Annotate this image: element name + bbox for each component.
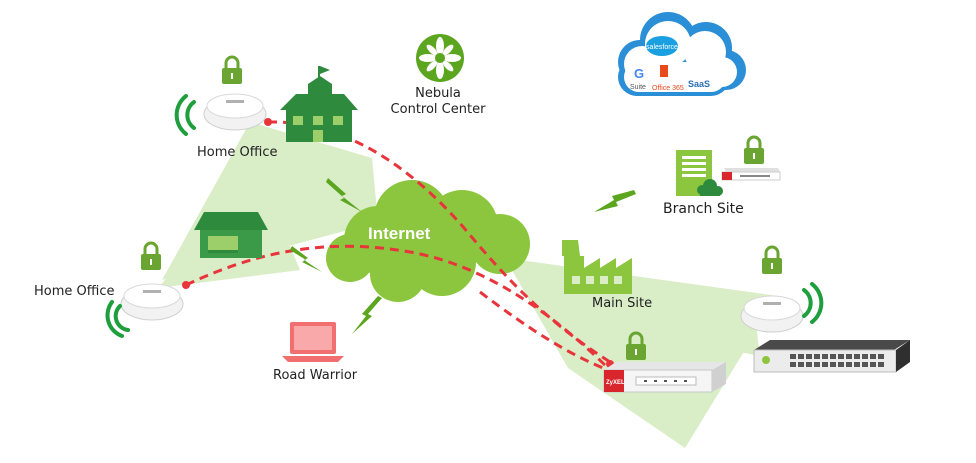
lightning-icon	[290, 246, 322, 272]
lightning-icon	[326, 178, 362, 212]
firewall-brand-label: ZyXEL	[606, 380, 625, 386]
vpn-tunnel-home-left	[185, 244, 614, 374]
wifi-signal-icon	[802, 288, 813, 318]
salesforce-label: salesforce	[646, 44, 678, 51]
padlock-icon	[744, 135, 764, 164]
padlock-icon	[626, 331, 646, 360]
home-office-top-label: Home Office	[197, 145, 278, 160]
factory-icon	[562, 240, 632, 294]
main-site-label: Main Site	[592, 296, 653, 311]
salesforce-badge: salesforce	[646, 36, 678, 56]
nebula-label: Nebula Control Center	[378, 86, 498, 118]
building-icon	[280, 66, 358, 142]
google-suite-label: Suite	[630, 84, 646, 91]
access-point-top	[203, 93, 267, 131]
wifi-signal-icon	[185, 100, 196, 130]
firewall-branch	[721, 168, 781, 181]
saas-label: SaaS	[688, 79, 710, 89]
nebula-label-line2: Control Center	[390, 102, 486, 117]
vpn-tunnel-main-branch	[479, 290, 609, 372]
access-point-right	[740, 295, 804, 333]
laptop-icon	[282, 322, 344, 362]
vpn-tunnels	[185, 120, 614, 374]
coverage-ap-right	[680, 292, 760, 356]
padlock-icon	[141, 241, 161, 270]
office365-label: Office 365	[652, 85, 684, 92]
google-g-label: G	[634, 66, 644, 81]
access-point-left	[120, 283, 184, 321]
lightning-icon	[352, 296, 382, 334]
switch-icon	[753, 340, 910, 373]
nebula-logo-icon	[416, 34, 464, 82]
road-warrior-label: Road Warrior	[273, 368, 358, 383]
internet-label: Internet	[368, 224, 431, 243]
padlock-icon	[762, 245, 782, 274]
wifi-signals	[105, 94, 824, 338]
nebula-label-line1: Nebula	[415, 86, 461, 101]
lightning-bolts	[290, 178, 636, 334]
lightning-icon	[594, 190, 636, 212]
house-icon	[194, 212, 268, 258]
padlock-icon	[222, 55, 242, 84]
wifi-signal-icon	[113, 304, 130, 332]
padlocks	[141, 55, 782, 360]
office365-icon	[660, 65, 668, 77]
branch-site-label: Branch Site	[663, 201, 744, 217]
saas-cloud-icon: salesforce G Suite Office 365 SaaS	[618, 12, 746, 96]
server-icon	[676, 150, 723, 196]
home-office-left-label: Home Office	[34, 284, 115, 299]
firewall-main: ZyXEL	[603, 362, 726, 393]
